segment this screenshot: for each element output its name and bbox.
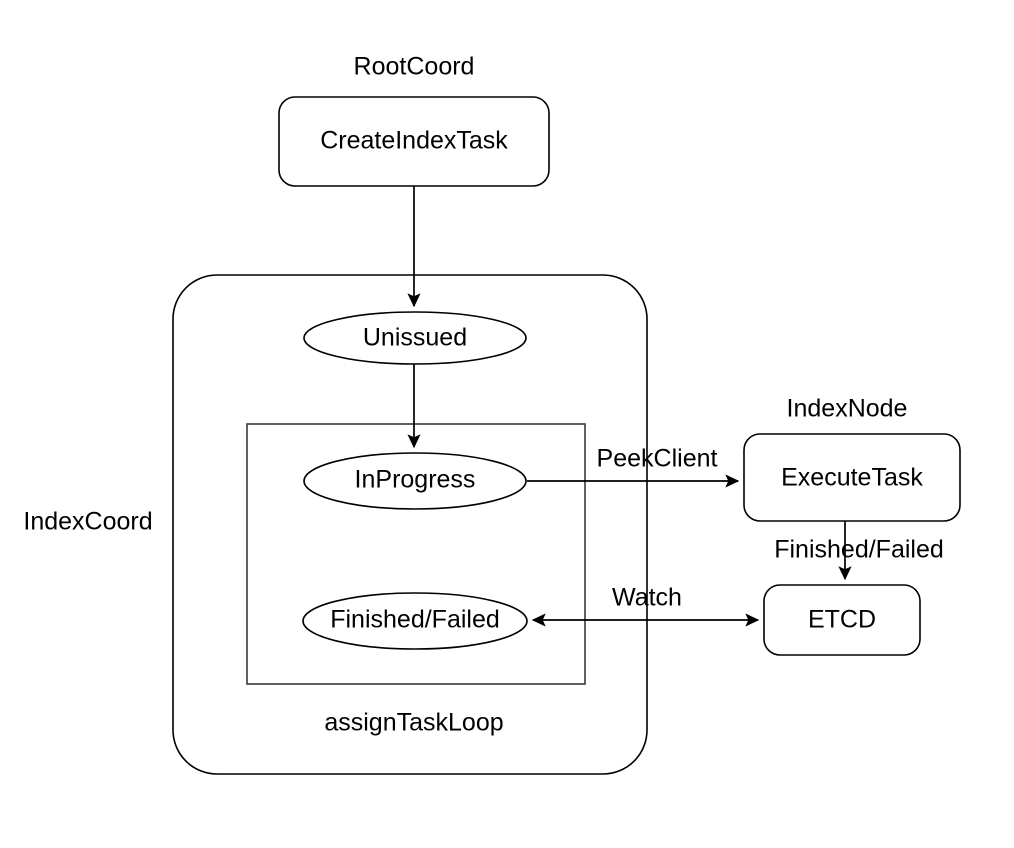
node-create-index-task[interactable]: CreateIndexTask (278, 96, 550, 187)
node-etcd[interactable]: ETCD (763, 584, 921, 656)
node-label-execute-task: ExecuteTask (781, 464, 923, 492)
node-label-inprogress: InProgress (355, 466, 476, 494)
group-label-indexcoord: IndexCoord (23, 508, 152, 536)
node-shape-create-index-task (278, 96, 550, 187)
node-inprogress[interactable]: InProgress (303, 452, 527, 510)
node-finished-failed[interactable]: Finished/Failed (302, 592, 528, 650)
node-label-finished-failed: Finished/Failed (330, 606, 500, 634)
node-shape-unissued (303, 311, 527, 365)
edge-label-peekclient: PeekClient (597, 445, 718, 473)
node-shape-inprogress (303, 452, 527, 510)
group-container-indexcoord (172, 274, 648, 775)
node-shape-execute-task (743, 433, 961, 522)
group-label-indexnode: IndexNode (787, 395, 908, 423)
node-execute-task[interactable]: ExecuteTask (743, 433, 961, 522)
edge-label-watch: Watch (612, 584, 682, 612)
node-label-create-index-task: CreateIndexTask (320, 127, 508, 155)
group-label-rootcoord: RootCoord (354, 53, 475, 81)
group-container-assigntaskloop (246, 423, 586, 685)
node-shape-etcd (763, 584, 921, 656)
node-shape-finished-failed (302, 592, 528, 650)
edge-label-finished-failed: Finished/Failed (774, 536, 944, 564)
node-unissued[interactable]: Unissued (303, 311, 527, 365)
node-label-unissued: Unissued (363, 324, 467, 352)
node-label-etcd: ETCD (808, 606, 876, 634)
group-label-assigntaskloop: assignTaskLoop (324, 709, 503, 737)
